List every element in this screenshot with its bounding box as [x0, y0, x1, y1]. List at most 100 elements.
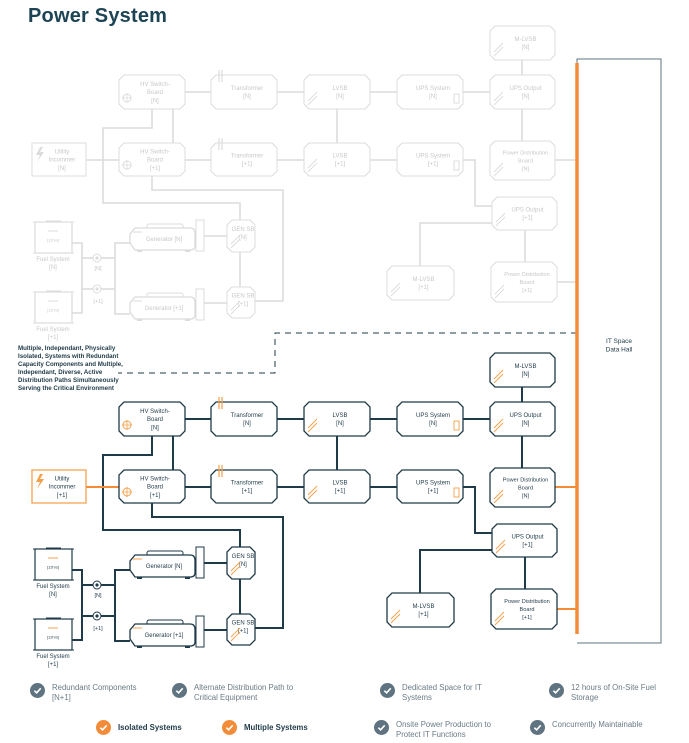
- node-box: [31, 142, 87, 177]
- node-label: [N]: [522, 94, 530, 100]
- node-box: [490, 588, 558, 630]
- node-label: Generator [N]: [146, 237, 183, 243]
- fuel-capacity: [12hrs]: [47, 564, 59, 569]
- legend-label: Isolated Systems: [118, 722, 182, 732]
- node-label: HV Switch-: [140, 149, 170, 155]
- check-icon: [530, 720, 545, 735]
- node-tr-p: Transformer[+1]: [210, 138, 278, 177]
- node-label: Power Distribution: [504, 272, 549, 278]
- fuel-tank-rim: [33, 290, 74, 324]
- switchboard-icon: [494, 284, 505, 299]
- legend-label: Redundant Components [N+1]: [52, 683, 137, 702]
- legend-item: Concurrently Maintainable: [530, 720, 655, 735]
- node-label: GEN SB: [232, 294, 255, 300]
- switchboard-icon: [493, 91, 504, 106]
- switchboard-icon: [230, 234, 241, 249]
- node-label: [+1]: [335, 489, 346, 495]
- generator-radiator: [195, 615, 205, 648]
- node-gen-p: Generator [+1]: [129, 288, 205, 321]
- connection-line: [114, 569, 130, 642]
- fuel-system-label: Fuel System: [36, 584, 69, 590]
- fuel-pump-n: [N]: [92, 580, 102, 599]
- node-box: [396, 469, 464, 504]
- fuel-system-label: [N]: [49, 592, 57, 598]
- pump-icon: [95, 287, 99, 291]
- it-space-text: IT Space: [606, 338, 632, 345]
- legend-label: Dedicated Space for IT Systems: [402, 683, 482, 702]
- switchboard-icon: [493, 489, 504, 504]
- node-hv-n: HV Switch-Board[N]: [118, 401, 186, 437]
- pump-label: [+1]: [93, 299, 103, 305]
- connection-line: [151, 176, 284, 302]
- node-label: [N]: [151, 425, 159, 431]
- node-label: [+1]: [522, 288, 532, 294]
- node-label: LVSB: [333, 413, 348, 419]
- generator-body: [129, 623, 196, 647]
- node-gensb-n: GEN SB [N]: [226, 219, 256, 253]
- node-gen-p: Generator [+1]: [129, 615, 205, 648]
- transformer-icon: [218, 70, 223, 82]
- fuel-capacity: [12hrs]: [47, 237, 59, 242]
- node-label: UPS Output: [509, 86, 541, 92]
- node-label: LVSB: [333, 481, 348, 487]
- legend-item: 12 hours of On-Site Fuel Storage: [549, 683, 674, 702]
- lightning-icon: [36, 147, 44, 162]
- fuel-system-label: Fuel System: [36, 257, 69, 263]
- switchboard-icon: [390, 609, 401, 624]
- legend-label: Alternate Distribution Path to Critical …: [194, 683, 294, 702]
- it-space-text: Data Hall: [606, 347, 633, 354]
- node-label: Board: [147, 417, 163, 423]
- generator-foot: [185, 250, 190, 252]
- node-label: [N]: [239, 562, 247, 568]
- node-box: [396, 142, 464, 177]
- fuel-tank: [34, 291, 73, 324]
- lightning-icon: [36, 474, 44, 489]
- node-ups-n: UPS System[N]: [396, 74, 464, 110]
- description-note: Multiple, Independant, Physically Isolat…: [18, 345, 123, 392]
- fuel-tank-rim: [33, 220, 74, 254]
- node-label: HV Switch-: [140, 476, 170, 482]
- node-label: Utility: [55, 149, 70, 155]
- connection-line: [118, 332, 577, 374]
- generator-foot: [185, 646, 190, 648]
- transformer-icon: [218, 138, 223, 150]
- node-label: Transformer: [231, 481, 263, 487]
- pump-label: [+1]: [93, 626, 103, 632]
- node-box: [489, 401, 556, 437]
- generator-foot: [137, 319, 142, 321]
- fuel-tank: [34, 221, 73, 254]
- battery-icon: [453, 420, 460, 431]
- switchboard-icon: [307, 485, 318, 500]
- connection-line: [463, 486, 492, 534]
- connection-line: [419, 222, 492, 266]
- node-box: [489, 352, 556, 388]
- node-label: [N]: [243, 94, 251, 100]
- node-label: UPS Output: [509, 413, 541, 419]
- node-lvsb-p: LVSB[+1]: [303, 142, 371, 177]
- crosshair-icon: [122, 160, 132, 170]
- fuel-capacity: [12hrs]: [47, 634, 59, 639]
- generator-radiator: [195, 546, 205, 579]
- node-label: [N]: [243, 421, 251, 427]
- node-label: GEN SB: [232, 227, 255, 233]
- node-label: [+1]: [150, 166, 161, 172]
- check-icon: [549, 683, 564, 698]
- connection-line: [114, 242, 130, 315]
- node-label: UPS System: [416, 413, 450, 419]
- node-box: [118, 401, 186, 437]
- node-box: [118, 142, 186, 177]
- fuel-tank: [34, 618, 73, 651]
- legend-label: Multiple Systems: [244, 722, 308, 732]
- legend-item: Onsite Power Production to Protect IT Fu…: [374, 720, 499, 739]
- page-title: Power System: [28, 5, 168, 27]
- node-mlvsb-n: M-LVSB[N]: [489, 352, 556, 388]
- node-box: [31, 469, 87, 504]
- node-label: [N]: [151, 98, 159, 104]
- node-label: [N]: [239, 235, 247, 241]
- node-label: UPS Output: [511, 208, 543, 214]
- node-box: [226, 286, 256, 319]
- switchboard-icon: [307, 418, 318, 433]
- node-label: [N]: [429, 421, 437, 427]
- node-box: [491, 196, 558, 231]
